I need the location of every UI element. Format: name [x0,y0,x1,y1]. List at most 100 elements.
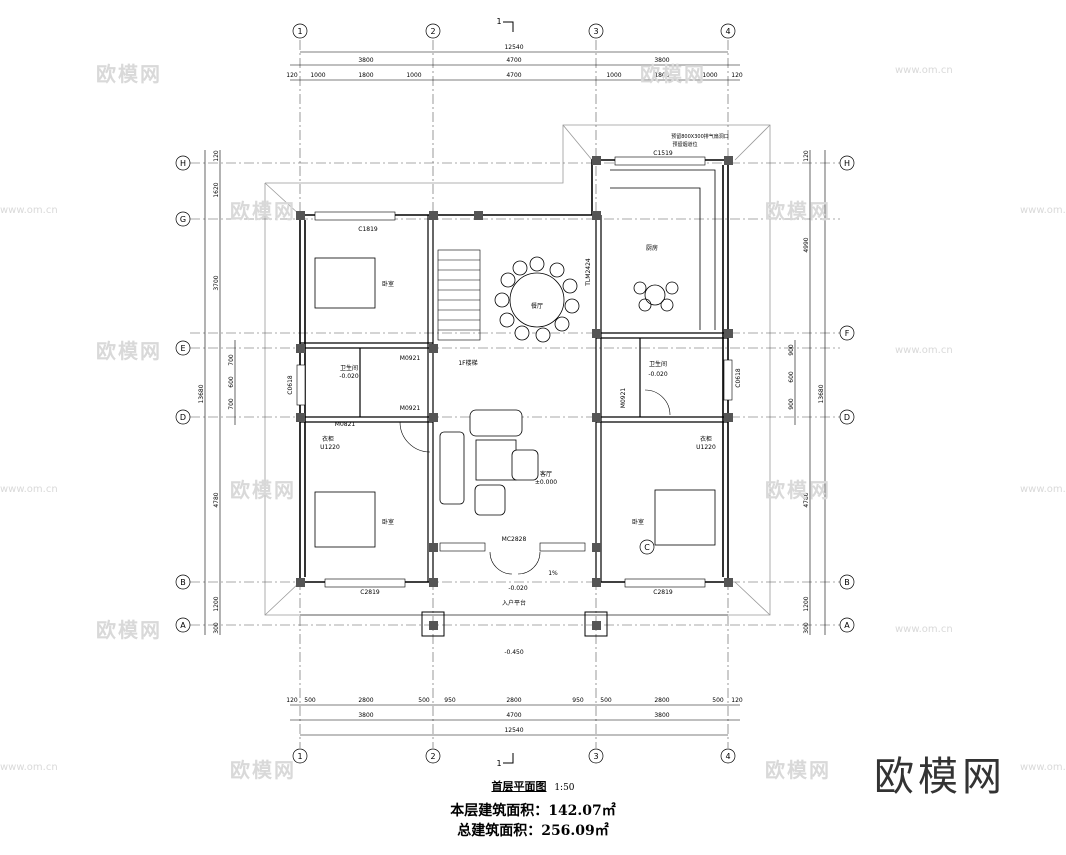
dim-top-detail-6: 1000 [606,72,621,79]
axis-label-3-top: 3 [593,27,598,36]
dim-top-detail-8: 1000 [702,72,717,79]
dim-bottom-detail-4: 500 [418,697,430,704]
watermark-url-6: www.om.cn [0,205,58,216]
watermark-6: 欧模网 [230,478,296,502]
label-slope: 1% [548,570,558,577]
label-door-m0921c: M0921 [620,388,627,409]
dim-right-7: 1200 [803,596,810,611]
watermark-url-7: www.om.cn [0,484,58,495]
dim-bottom-detail-3: 2800 [358,697,373,704]
sofa-set [439,409,539,516]
drawing-title-text: 首层平面图 [491,780,547,793]
axis-label-B-left: B [180,578,186,587]
dim-right-2: 4990 [803,237,810,252]
label-door-main: MC2828 [502,536,527,543]
axis-label-A-left: A [180,621,186,630]
watermark-url-3: www.om.cn [895,345,953,356]
floor-area: 本层建筑面积：142.07㎡ [450,803,616,819]
level-bath-right: -0.020 [648,371,668,378]
dim-right-4: 600 [788,371,795,383]
dim-right-6: 4780 [803,492,810,507]
level-living: ±0.000 [535,479,557,486]
label-win-c0618a: C0618 [287,375,294,395]
dim-top-detail-1: 120 [286,72,298,79]
watermark-url-2: www.om.cn [1020,205,1066,216]
dim-top-detail-5: 4700 [506,72,521,79]
level-porch: -0.020 [508,585,528,592]
porch-pillars [300,611,728,637]
dim-top-detail-7: 1800 [654,72,669,79]
brand-logo: 欧模网 [874,754,1006,800]
dim-bottom-mid-2: 4700 [506,712,521,719]
interior-walls [300,215,728,582]
roof-outline [264,124,771,616]
drawing-title: 首层平面图 1:50 [0,778,1066,794]
axis-label-4-bottom: 4 [725,752,730,761]
label-win-c1819: C1819 [358,226,378,233]
axis-label-H-right: H [844,159,850,168]
dim-left-6: 700 [228,398,235,410]
label-closet-r: U1220 [696,444,716,451]
watermark-2: 欧模网 [640,62,706,86]
drawing-scale: 1:50 [554,783,575,793]
dim-top-detail-2: 1000 [310,72,325,79]
room-porch: 入户平台 [502,599,526,607]
dim-left-9: 300 [213,622,220,634]
dim-top-detail-9: 120 [731,72,743,79]
dim-left-2: 1620 [213,182,220,197]
dim-bottom-detail-11: 120 [731,697,743,704]
room-bedroom-sw: 卧室 [382,518,394,526]
dim-bottom-total: 12540 [504,727,523,734]
room-dining: 餐厅 [531,302,543,310]
section-mark-bottom: 1 [496,759,501,768]
dim-bottom-detail-9: 2800 [654,697,669,704]
columns [296,156,733,630]
dim-right-1: 120 [803,150,810,162]
dim-right-8: 300 [803,622,810,634]
dim-top-mid-1: 3800 [358,57,373,64]
watermark-3: 欧模网 [230,199,296,223]
watermark-1: 欧模网 [96,62,162,86]
label-door-m0921b: M0921 [400,405,421,412]
dim-bottom-detail-8: 500 [600,697,612,704]
section-mark-top: 1 [496,17,501,26]
dim-bottom-detail-2: 500 [304,697,316,704]
dim-top-detail-4: 1000 [406,72,421,79]
door-swings [399,389,671,575]
watermark-9: 欧模网 [230,758,296,782]
dim-left-4: 700 [228,354,235,366]
watermark-url-4: www.om.cn [1020,484,1066,495]
dim-left-8: 1200 [213,596,220,611]
dim-left-total: 13680 [198,384,205,403]
label-win-c0618b: C0618 [735,368,742,388]
axis-label-4-top: 4 [725,27,730,36]
label-closet-l: U1220 [320,444,340,451]
room-bath-right: 卫生间 [649,360,667,368]
dim-left-3: 3700 [213,275,220,290]
watermark-url-5: www.om.cn [895,624,953,635]
watermark-10: 欧模网 [765,758,831,782]
room-bedroom-nw: 卧室 [382,280,394,288]
room-kitchen: 厨房 [646,244,658,252]
axis-label-F-right: F [845,329,850,338]
axis-label-3-bottom: 3 [593,752,598,761]
axis-label-C: C [644,543,650,552]
dim-right-3: 900 [788,344,795,356]
stairs [437,249,481,341]
dim-left-1: 120 [213,150,220,162]
label-door-m0821: M0821 [335,421,356,428]
dim-bottom-detail-7: 950 [572,697,584,704]
watermark-8: 欧模网 [96,618,162,642]
dim-left-7: 4780 [213,492,220,507]
dim-bottom-detail-6: 2800 [506,697,521,704]
dimension-lines [204,51,826,736]
dim-top-mid-2: 4700 [506,57,521,64]
watermark-5: 欧模网 [96,339,162,363]
dim-bottom-detail-1: 120 [286,697,298,704]
dim-right-total: 13680 [818,384,825,403]
room-closet-left: 衣柜 [322,435,334,443]
dim-top-mid-3: 3800 [654,57,669,64]
room-closet-right: 衣柜 [700,435,712,443]
room-stairs: 1F楼梯 [458,359,477,367]
